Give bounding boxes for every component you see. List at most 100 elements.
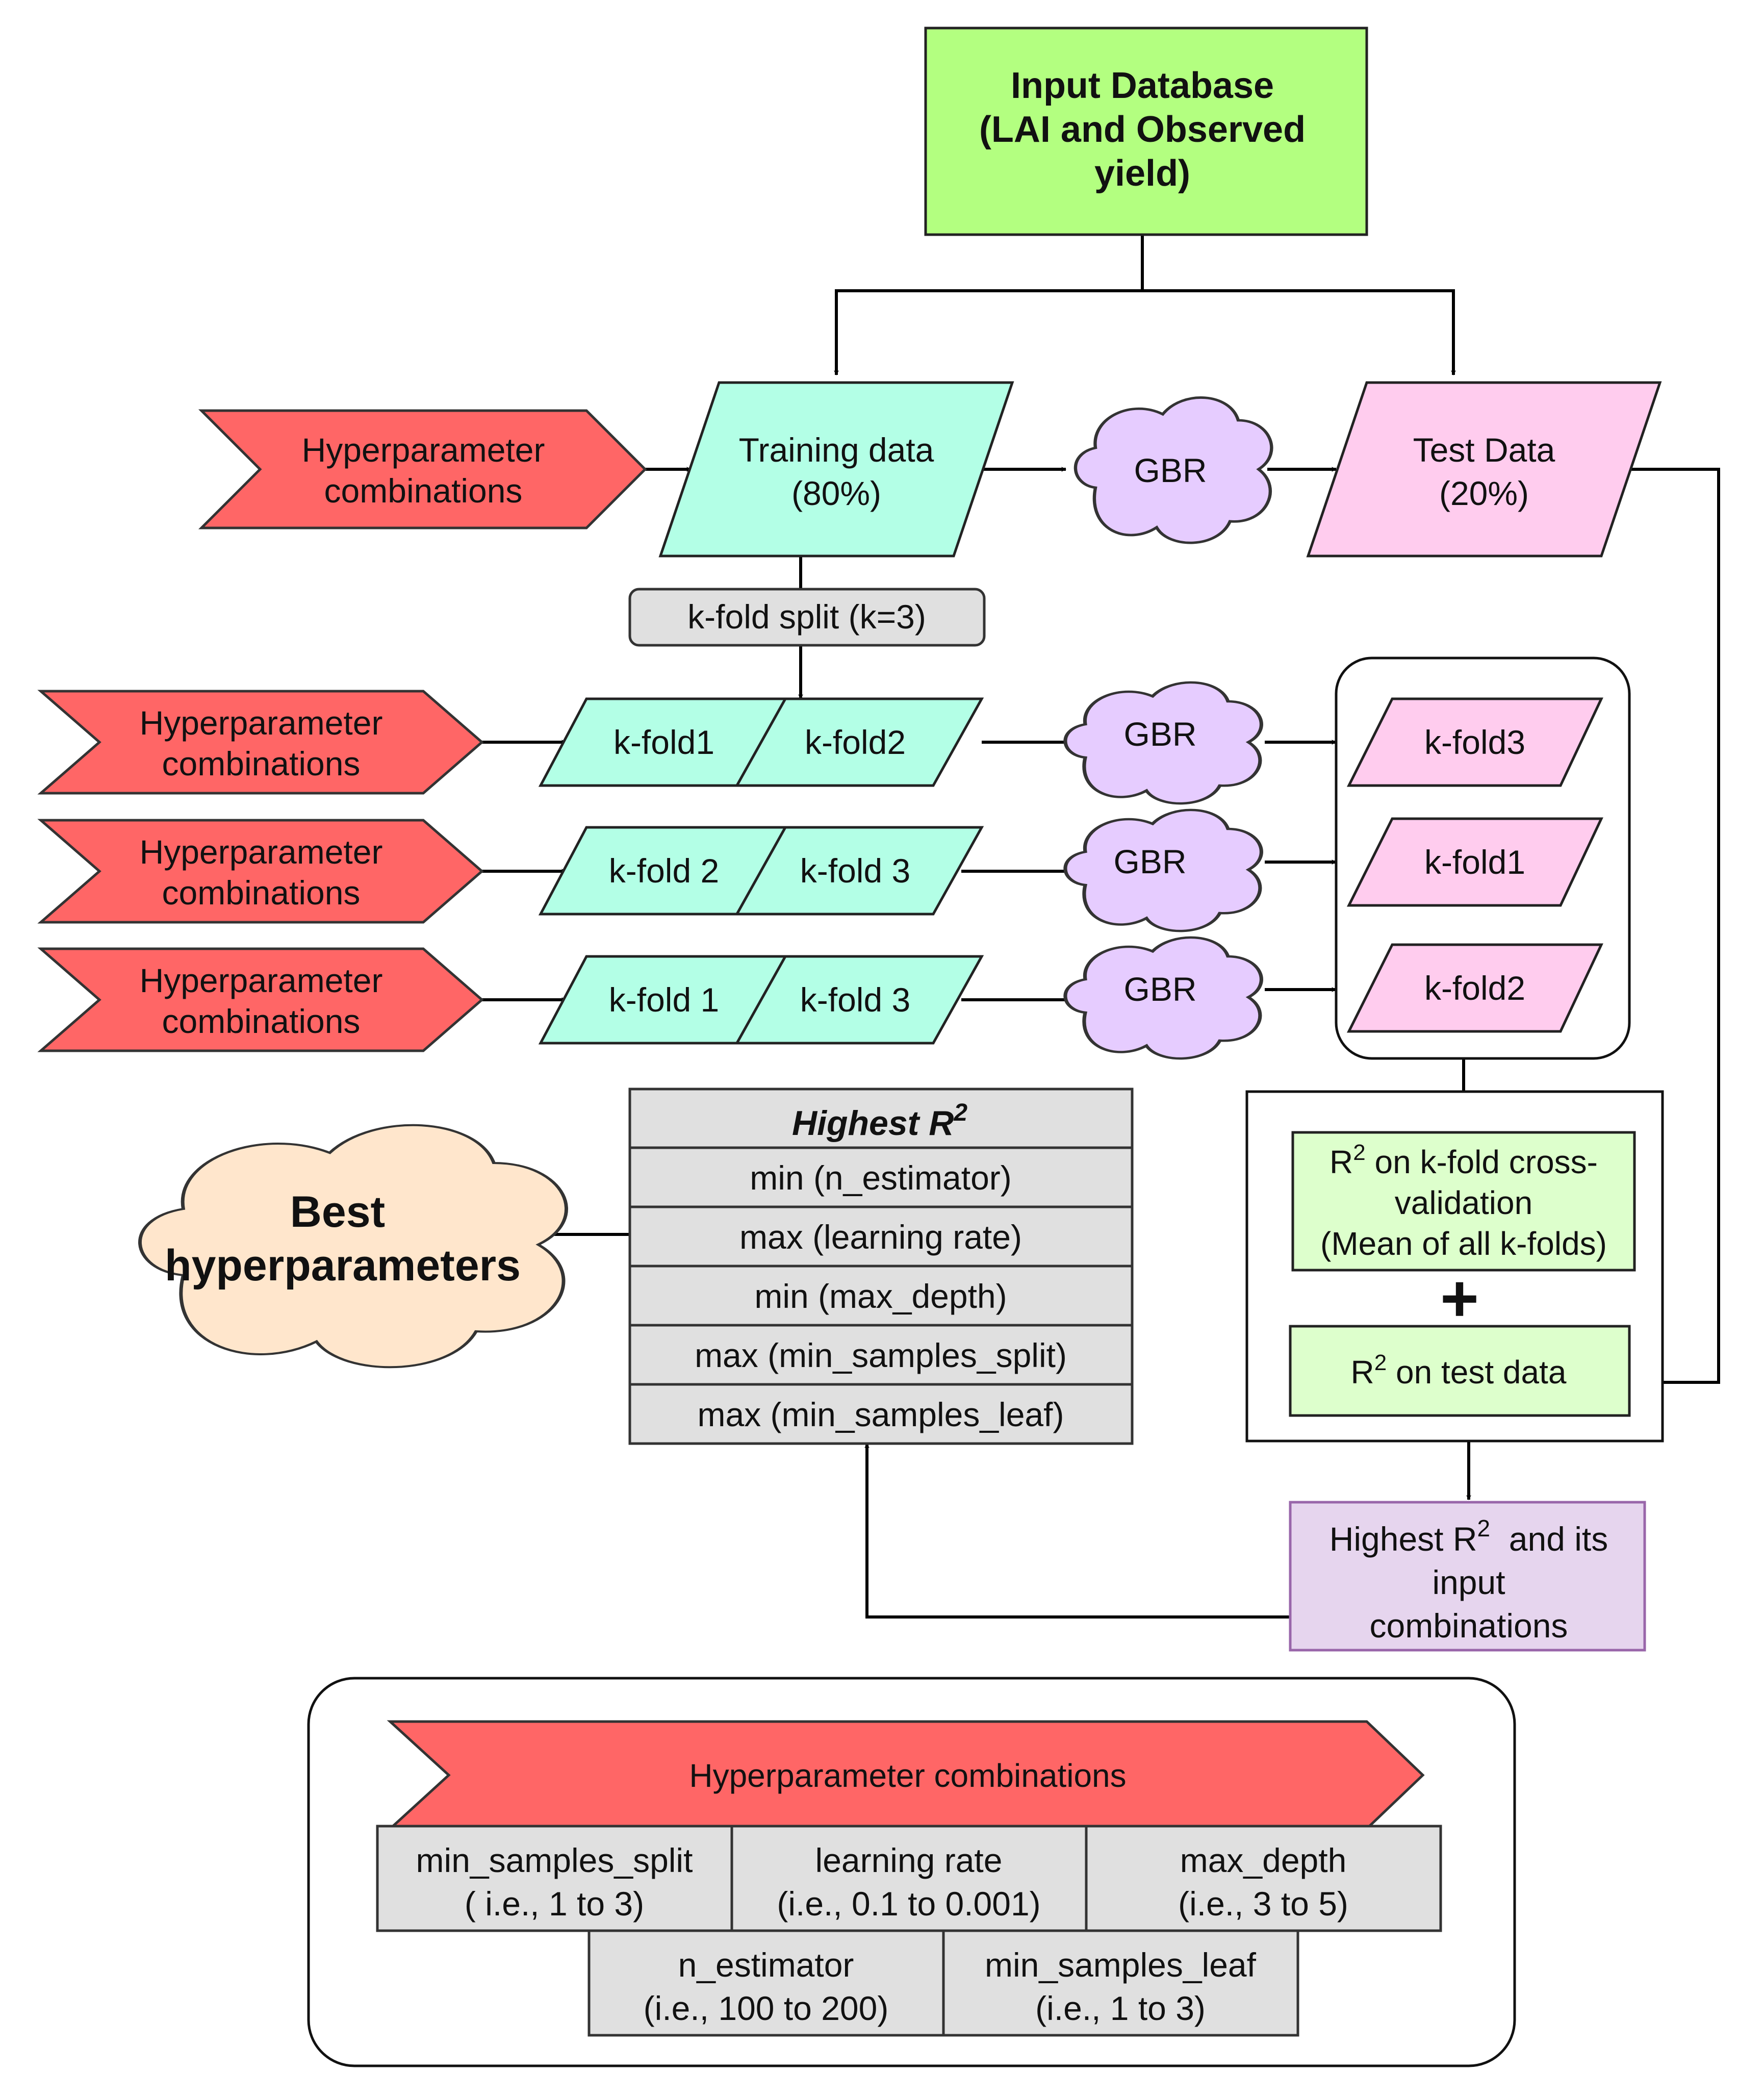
kfold-split-label: k-fold split (k=3) (687, 598, 926, 636)
test-fold-3-label: k-fold2 (1424, 969, 1525, 1007)
legend-name-2: max_depth (1180, 1841, 1347, 1879)
arrow-test-to-r2test (1622, 468, 1720, 1385)
criteria-title-text: Highest R (792, 1104, 954, 1143)
fold-1-left: k-fold1 (613, 723, 714, 761)
fold-row-2: Hyperparameter combinations k-fold 2 k-f… (37, 810, 1603, 931)
fold-row-3: Hyperparameter combinations k-fold 1 k-f… (37, 938, 1603, 1058)
fold-2-right: k-fold 3 (800, 852, 910, 890)
legend-name-3: n_estimator (678, 1946, 854, 1984)
fold-3-left: k-fold 1 (609, 981, 719, 1019)
r2-test-box: R2 on test data (1289, 1325, 1631, 1417)
r2-cv-box: R2 on k-fold cross- validation (Mean of … (1291, 1131, 1636, 1272)
legend-range-3: (i.e., 100 to 200) (644, 1989, 889, 2027)
criteria-title: Highest R2 (792, 1099, 967, 1143)
train-folds-1: k-fold1 k-fold2 (538, 697, 984, 787)
r2-cv-text1: on k-fold cross- (1366, 1144, 1598, 1180)
test-fold-3: k-fold2 (1346, 943, 1603, 1033)
input-database-box: Input Database (LAI and Observed yield) (924, 27, 1368, 236)
legend-range-4: (i.e., 1 to 3) (1035, 1989, 1206, 2027)
plus-icon: + (1440, 1261, 1479, 1335)
legend-panel: Hyperparameter combinations min_samples_… (307, 1677, 1516, 2067)
r2-test-sup: 2 (1374, 1350, 1387, 1375)
fold-2-left: k-fold 2 (609, 852, 719, 890)
highest-box-line3: combinations (1370, 1607, 1568, 1645)
best-hyperparameters-cloud: Best hyperparameters (140, 1125, 566, 1367)
legend-range-2: (i.e., 3 to 5) (1178, 1885, 1348, 1923)
r2-cv-line3: (Mean of all k-folds) (1320, 1225, 1607, 1262)
criteria-row-0: min (n_estimator) (750, 1159, 1011, 1197)
hyperparameter-chevron-3: Hyperparameter combinations (37, 947, 484, 1052)
r2-cv-line2: validation (1395, 1184, 1532, 1221)
legend-name-4: min_samples_leaf (985, 1946, 1257, 1984)
r2-cv-sup: 2 (1353, 1140, 1365, 1165)
fold-3-right: k-fold 3 (800, 981, 910, 1019)
train-folds-3: k-fold 1 k-fold 3 (538, 955, 984, 1045)
gbr-cloud-2: GBR (1065, 810, 1261, 931)
best-line2: hyperparameters (165, 1241, 521, 1290)
training-line1: Training data (739, 431, 934, 469)
input-db-line2: (LAI and Observed (979, 109, 1306, 150)
highest-box-pre: Highest R (1330, 1520, 1477, 1558)
hyperparameter-chevron-2: Hyperparameter combinations (37, 819, 484, 924)
criteria-table: Highest R2 min (n_estimator) max (learni… (628, 1088, 1134, 1445)
fold-row-1: Hyperparameter combinations k-fold1 k-fo… (37, 683, 1603, 803)
r2-evaluation-container: R2 on k-fold cross- validation (Mean of … (1245, 1090, 1664, 1443)
r2-test-line: R2 on test data (1351, 1350, 1567, 1391)
legend-row-2: n_estimator (i.e., 100 to 200) min_sampl… (587, 1929, 1299, 2037)
test-line1: Test Data (1413, 431, 1555, 469)
best-line1: Best (290, 1187, 385, 1236)
r2-test-r: R (1351, 1354, 1374, 1391)
hyper-1-line2: combinations (162, 745, 361, 782)
hyper-1-line1: Hyperparameter (140, 704, 383, 742)
highest-box-post: and its (1490, 1520, 1608, 1558)
r2-cv-r: R (1330, 1144, 1353, 1180)
training-data-box: Training data (80%) (658, 381, 1014, 558)
r2-cv-line1: R2 on k-fold cross- (1330, 1140, 1598, 1180)
arrow-db-to-test (1142, 289, 1456, 375)
legend-banner-label: Hyperparameter combinations (689, 1757, 1126, 1794)
criteria-row-4: max (min_samples_leaf) (698, 1396, 1064, 1433)
criteria-row-3: max (min_samples_split) (695, 1336, 1067, 1374)
criteria-row-2: min (max_depth) (754, 1277, 1007, 1315)
test-data-box: Test Data (20%) (1306, 381, 1662, 558)
gbr-3-label: GBR (1123, 970, 1196, 1008)
training-line2: (80%) (791, 474, 881, 512)
gbr-cloud-3: GBR (1065, 938, 1261, 1058)
hyperparameter-chevron-top: Hyperparameter combinations (198, 409, 647, 529)
kfold-split-box: k-fold split (k=3) (628, 588, 986, 647)
legend-banner: Hyperparameter combinations (387, 1720, 1425, 1830)
train-folds-2: k-fold 2 k-fold 3 (538, 826, 984, 916)
test-fold-2: k-fold1 (1346, 817, 1603, 907)
legend-name-0: min_samples_split (416, 1841, 693, 1879)
arrow-highest-to-criteria (864, 1443, 1290, 1619)
criteria-row-lines (630, 1146, 1132, 1386)
hyper-top-line1: Hyperparameter (302, 431, 545, 469)
legend-row-1: min_samples_split ( i.e., 1 to 3) learni… (376, 1825, 1442, 1932)
fold-1-right: k-fold2 (805, 723, 906, 761)
highest-box-line1: Highest R2 and its (1330, 1515, 1608, 1558)
hyper-2-line1: Hyperparameter (140, 833, 383, 871)
test-fold-1-label: k-fold3 (1424, 723, 1525, 761)
legend-range-1: (i.e., 0.1 to 0.001) (777, 1885, 1040, 1923)
input-db-line1: Input Database (1011, 65, 1274, 106)
hyper-3-line1: Hyperparameter (140, 962, 383, 999)
criteria-title-sup: 2 (953, 1099, 967, 1126)
gbr-top-label: GBR (1134, 451, 1207, 489)
hyper-2-line2: combinations (162, 874, 361, 912)
hyper-3-line2: combinations (162, 1002, 361, 1040)
highest-box-sup: 2 (1477, 1515, 1491, 1541)
highest-box-line2: input (1432, 1563, 1505, 1601)
gbr-cloud-top: GBR (1076, 397, 1271, 543)
r2-test-text: on test data (1387, 1354, 1567, 1391)
hyper-top-line2: combinations (324, 472, 523, 510)
legend-name-1: learning rate (815, 1841, 1003, 1879)
arrow-db-to-split (834, 235, 1144, 375)
gbr-cloud-1: GBR (1065, 683, 1261, 803)
gbr-2-label: GBR (1113, 843, 1186, 880)
test-fold-1: k-fold3 (1346, 697, 1603, 787)
highest-r2-box: Highest R2 and its input combinations (1289, 1501, 1646, 1652)
test-line2: (20%) (1439, 474, 1529, 512)
test-fold-2-label: k-fold1 (1424, 843, 1525, 881)
